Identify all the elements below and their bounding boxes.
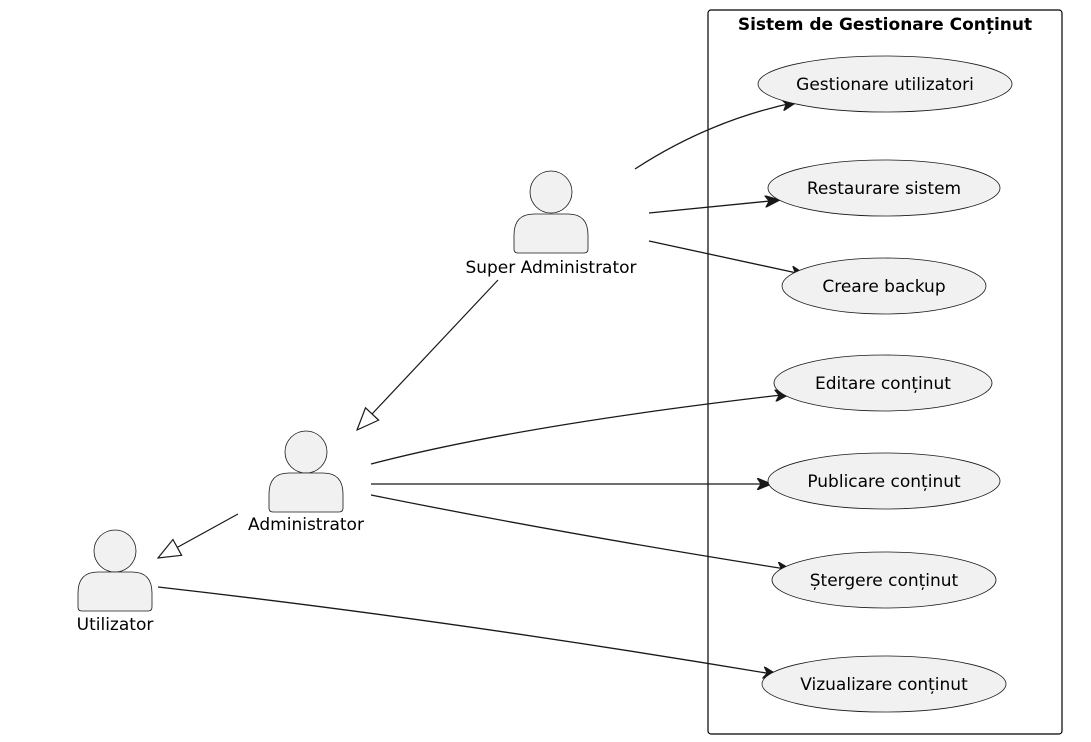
actor-utilizator[interactable]: Utilizator [77,529,154,635]
actor-body-icon [77,571,153,612]
generalizations [158,279,499,558]
actor-head-icon [529,170,573,214]
use-case-label: Ștergere conținut [810,571,959,591]
use-case-creare-backup[interactable]: Creare backup [781,257,987,315]
assoc-admin-edit [370,394,790,465]
associations [157,102,806,675]
assoc-user-view [157,586,778,675]
use-case-publicare-continut[interactable]: Publicare conținut [767,452,1001,510]
actor-head-icon [93,529,137,573]
system-boundary: Sistem de Gestionare Conținut [707,9,1063,735]
actor-label: Super Administrator [465,258,636,278]
actor-label: Utilizator [77,615,154,635]
actor-head-icon [284,430,328,474]
assoc-super-admin-restore [648,200,780,214]
actor-body-icon [513,213,589,254]
use-case-stergere-continut[interactable]: Ștergere conținut [771,551,997,609]
use-case-editare-continut[interactable]: Editare conținut [773,354,993,412]
assoc-super-admin-backup [648,240,806,275]
use-case-label: Gestionare utilizatori [796,75,974,95]
use-case-restaurare-sistem[interactable]: Restaurare sistem [767,159,1001,217]
actor-body-icon [268,472,344,513]
generalization-super-admin-to-admin [357,279,499,430]
actor-label: Administrator [248,515,364,535]
use-case-label: Editare conținut [815,374,951,394]
use-case-label: Publicare conținut [807,472,961,492]
use-case-gestionare-utilizatori[interactable]: Gestionare utilizatori [757,55,1013,113]
assoc-super-admin-users [634,102,797,170]
use-case-label: Creare backup [822,277,945,297]
system-title: Sistem de Gestionare Conținut [738,15,1032,35]
use-case-label: Vizualizare conținut [800,675,968,695]
generalization-admin-to-user [158,513,239,558]
assoc-admin-delete [370,494,792,570]
actor-administrator[interactable]: Administrator [248,430,364,535]
use-case-label: Restaurare sistem [807,179,961,199]
use-case-vizualizare-continut[interactable]: Vizualizare conținut [761,655,1007,713]
actor-super-administrator[interactable]: Super Administrator [465,170,637,278]
